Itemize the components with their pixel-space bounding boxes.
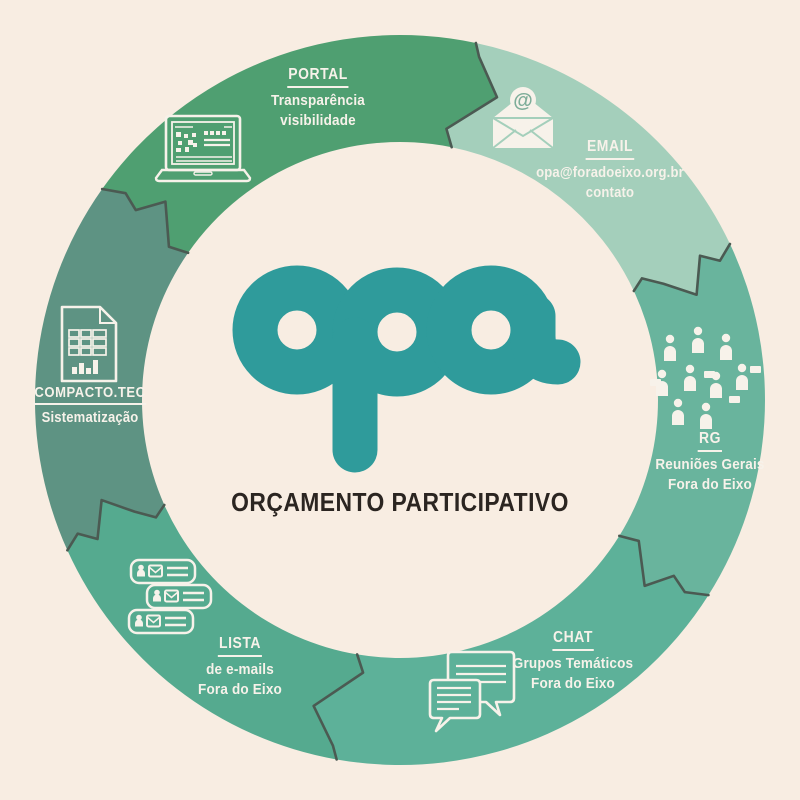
lista-title: LISTA xyxy=(218,635,262,657)
email-line-2: contato xyxy=(585,185,635,201)
spreadsheet-doc-icon xyxy=(60,305,118,383)
laptop-icon xyxy=(154,114,252,183)
compacto-label: COMPACTO.TEC Sistematização xyxy=(33,384,147,428)
lista-line-1: de e-mails xyxy=(206,661,274,678)
opa-logo xyxy=(232,265,581,473)
portal-label: PORTAL Transparência visibilidade xyxy=(271,66,365,131)
chat-title: CHAT xyxy=(552,629,594,651)
email-line-1: opa@foradoeixo.org.br xyxy=(536,165,684,181)
lista-boundary-arrow xyxy=(66,498,166,552)
email-title: EMAIL xyxy=(586,138,634,160)
chat-bubbles-icon xyxy=(428,650,516,733)
rg-title: RG xyxy=(698,430,722,452)
people-group-icon xyxy=(650,326,761,429)
rg-segment xyxy=(619,243,765,596)
orcamento-participativo-title: ORÇAMENTO PARTICIPATIVO xyxy=(231,487,569,517)
rg-line-1: Reuniões Gerais xyxy=(655,456,765,473)
compacto-segment xyxy=(34,189,189,551)
email-envelope-icon: @ xyxy=(492,87,554,149)
compacto-line-1: Sistematização xyxy=(41,410,139,426)
chat-segment xyxy=(313,535,709,765)
email-label: EMAIL opa@foradoeixo.org.br contato xyxy=(536,138,684,203)
compacto-title: COMPACTO.TEC xyxy=(33,385,147,405)
portal-title: PORTAL xyxy=(287,66,349,88)
compacto-boundary-arrow xyxy=(100,187,190,255)
rg-line-2: Fora do Eixo xyxy=(668,476,752,493)
lista-label: LISTA de e-mails Fora do Eixo xyxy=(198,635,282,700)
mailing-list-icon xyxy=(127,558,213,635)
lista-line-2: Fora do Eixo xyxy=(198,681,282,698)
portal-line-1: Transparência xyxy=(271,92,365,109)
chat-line-2: Fora do Eixo xyxy=(531,675,615,692)
chat-label: CHAT Grupos Temáticos Fora do Eixo xyxy=(513,629,633,694)
chat-boundary-arrow xyxy=(312,653,365,761)
chat-line-1: Grupos Temáticos xyxy=(512,655,634,672)
rg-label: RG Reuniões Gerais Fora do Eixo xyxy=(655,430,764,495)
portal-line-2: visibilidade xyxy=(280,112,356,129)
portal-segment xyxy=(102,35,498,253)
portal-boundary-arrow xyxy=(445,41,499,149)
email-boundary-arrow xyxy=(632,242,732,297)
rg-boundary-arrow xyxy=(618,534,710,597)
svg-text:@: @ xyxy=(513,90,533,112)
